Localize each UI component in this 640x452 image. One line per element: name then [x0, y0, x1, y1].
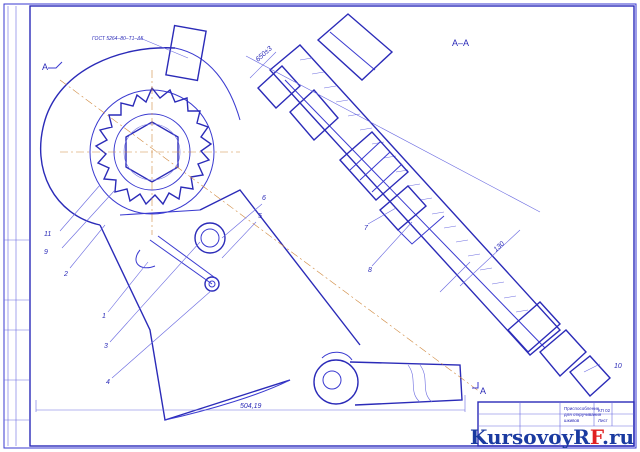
part-number-6: 6 — [262, 195, 266, 202]
part-number-5: 5 — [258, 213, 262, 220]
surface-note: ГОСТ 5264–80–Т1–Δ5 — [92, 36, 144, 42]
part-number-1: 1 — [102, 313, 106, 320]
part-number-2: 2 — [63, 271, 68, 278]
watermark-main: KursovoyR — [470, 425, 590, 449]
title-block: Приспособление для откручивания шкивов К… — [477, 401, 635, 447]
svg-text:KursovoyRF.ru: KursovoyRF.ru — [470, 425, 634, 449]
part-number-10: 10 — [614, 363, 622, 370]
part-number-9: 9 — [44, 249, 48, 256]
watermark-accent: F — [590, 425, 604, 449]
dimension-overall: 504,19 — [240, 403, 262, 410]
dimension-rod2: 130 — [493, 240, 506, 253]
drawing-border — [29, 5, 635, 447]
part-number-3: 3 — [104, 343, 108, 350]
side-strip — [4, 6, 30, 446]
watermark: KursovoyRF.ru — [470, 425, 634, 449]
title-name-line2: для откручивания — [564, 412, 602, 417]
title-code: КП 02 — [598, 408, 611, 413]
title-name-line1: Приспособление — [564, 406, 600, 411]
cut-marker-bottom: А — [480, 386, 486, 396]
title-name-line3: шкивов — [564, 418, 580, 423]
part-number-7: 7 — [364, 225, 369, 232]
part-number-11: 11 — [44, 231, 51, 238]
cut-marker-top: А — [42, 62, 48, 72]
dimension-rod: 650±3 — [255, 45, 274, 63]
section-view — [245, 13, 611, 398]
drawing-frame — [3, 3, 637, 449]
part-number-8: 8 — [368, 267, 372, 274]
wrench-view — [35, 24, 481, 421]
title-sheet: Лист — [598, 418, 608, 423]
watermark-tail: .ru — [602, 425, 634, 449]
section-hatch — [299, 57, 529, 313]
section-label: А–А — [452, 38, 469, 48]
part-number-4: 4 — [106, 379, 110, 386]
